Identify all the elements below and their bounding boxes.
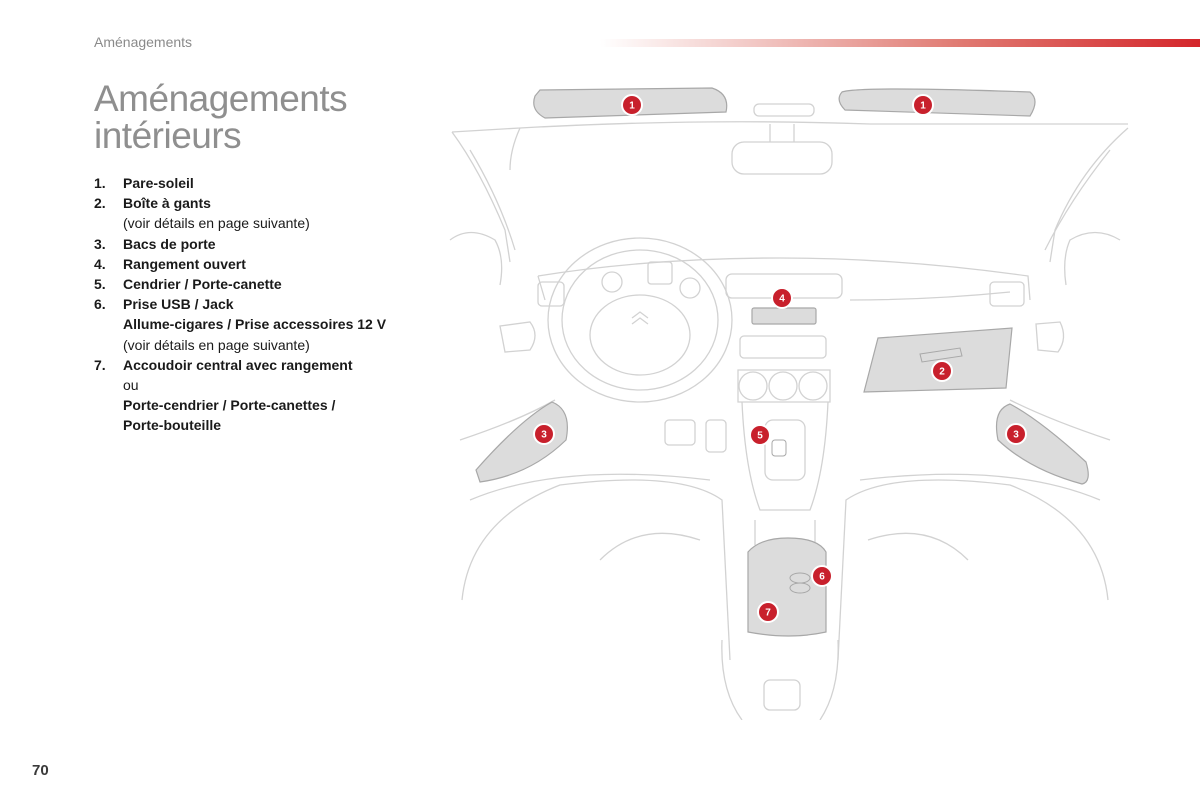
interior-illustration: 1 1 2 3 3 4 5 6 7 bbox=[440, 80, 1140, 720]
legend-item-body: Rangement ouvert bbox=[123, 254, 434, 274]
page-title-line-1: Aménagements bbox=[94, 78, 348, 119]
storage-zones bbox=[475, 87, 1089, 637]
header-accent-bar bbox=[600, 39, 1200, 47]
legend-list: 1. Pare-soleil 2. Boîte à gants (voir détail… bbox=[94, 173, 434, 436]
legend-item-sublabel: Porte-cendrier / Porte-canettes / bbox=[123, 397, 336, 414]
badge-door-right: 3 bbox=[1005, 423, 1027, 445]
sunvisor-right-shape bbox=[838, 88, 1036, 117]
legend-item-number: 4. bbox=[94, 255, 106, 272]
legend-item-label: Boîte à gants bbox=[123, 195, 211, 212]
open-storage-shape bbox=[751, 307, 817, 325]
legend-item-number: 5. bbox=[94, 276, 106, 293]
page-title: Aménagements intérieurs bbox=[94, 78, 348, 156]
legend-item: 1. Pare-soleil bbox=[94, 173, 434, 193]
storage-details bbox=[771, 347, 963, 594]
door-bin-right-shape bbox=[995, 403, 1089, 485]
running-header: Aménagements bbox=[94, 34, 193, 50]
legend-item: 3. Bacs de porte bbox=[94, 234, 434, 254]
door-bin-left-shape bbox=[475, 401, 568, 483]
legend-item-number: 6. bbox=[94, 296, 106, 313]
legend-item-number: 2. bbox=[94, 195, 106, 212]
legend-item-sublabel: Allume-cigares / Prise accessoires 12 V bbox=[123, 316, 387, 333]
legend-item: 5. Cendrier / Porte-canette bbox=[94, 274, 434, 294]
legend-item-number: 1. bbox=[94, 175, 106, 191]
legend-item: 2. Boîte à gants (voir détails en page sui… bbox=[94, 193, 434, 233]
legend-item-label: Rangement ouvert bbox=[123, 255, 246, 272]
badge-sunvisor-right: 1 bbox=[912, 94, 934, 116]
badge-label: 2 bbox=[939, 367, 945, 378]
badge-door-left: 3 bbox=[533, 423, 555, 445]
badge-label: 1 bbox=[920, 101, 926, 112]
legend-item-number: 7. bbox=[94, 356, 106, 373]
legend-item-label: Accoudoir central avec rangement bbox=[123, 356, 353, 373]
legend-item-sublabel: Porte-bouteille bbox=[123, 417, 222, 434]
badge-usb: 6 bbox=[811, 565, 833, 587]
armrest-shape bbox=[747, 537, 827, 637]
page-title-line-2: intérieurs bbox=[94, 115, 242, 156]
legend-item-label: Prise USB / Jack bbox=[123, 296, 234, 313]
legend-item-note: (voir détails en page suivante) bbox=[123, 336, 310, 353]
badge-label: 6 bbox=[819, 572, 825, 583]
legend-item-label: Cendrier / Porte-canette bbox=[123, 276, 282, 293]
badge-label: 5 bbox=[757, 431, 763, 442]
legend-item-label: Pare-soleil bbox=[123, 175, 194, 191]
legend-item-body: Cendrier / Porte-canette bbox=[123, 274, 434, 294]
legend-item-body: Bacs de porte bbox=[123, 234, 434, 254]
car-interior-drawing: 1 1 2 3 3 4 5 6 7 bbox=[449, 87, 1129, 720]
legend-item-body: Pare-soleil bbox=[123, 173, 434, 193]
outline-lines bbox=[449, 103, 1129, 720]
badge-label: 3 bbox=[1013, 430, 1019, 441]
legend-item-number: 3. bbox=[94, 235, 106, 252]
legend-item-note: ou bbox=[123, 377, 139, 394]
badge-sunvisor-left: 1 bbox=[621, 94, 643, 116]
badge-glovebox: 2 bbox=[931, 360, 953, 382]
legend-item-note: (voir détails en page suivante) bbox=[123, 215, 310, 232]
badge-ashtray: 5 bbox=[749, 424, 771, 446]
legend-item-body: Boîte à gants (voir détails en page suiva… bbox=[123, 193, 434, 233]
legend-item: 4. Rangement ouvert bbox=[94, 254, 434, 274]
badge-label: 3 bbox=[541, 430, 547, 441]
page-number: 70 bbox=[32, 762, 49, 779]
badge-label: 4 bbox=[779, 294, 785, 305]
badge-armrest: 7 bbox=[757, 601, 779, 623]
badge-open-storage: 4 bbox=[771, 287, 793, 309]
badge-label: 7 bbox=[765, 608, 771, 619]
legend-item-label: Bacs de porte bbox=[123, 235, 216, 252]
badge-label: 1 bbox=[629, 101, 635, 112]
